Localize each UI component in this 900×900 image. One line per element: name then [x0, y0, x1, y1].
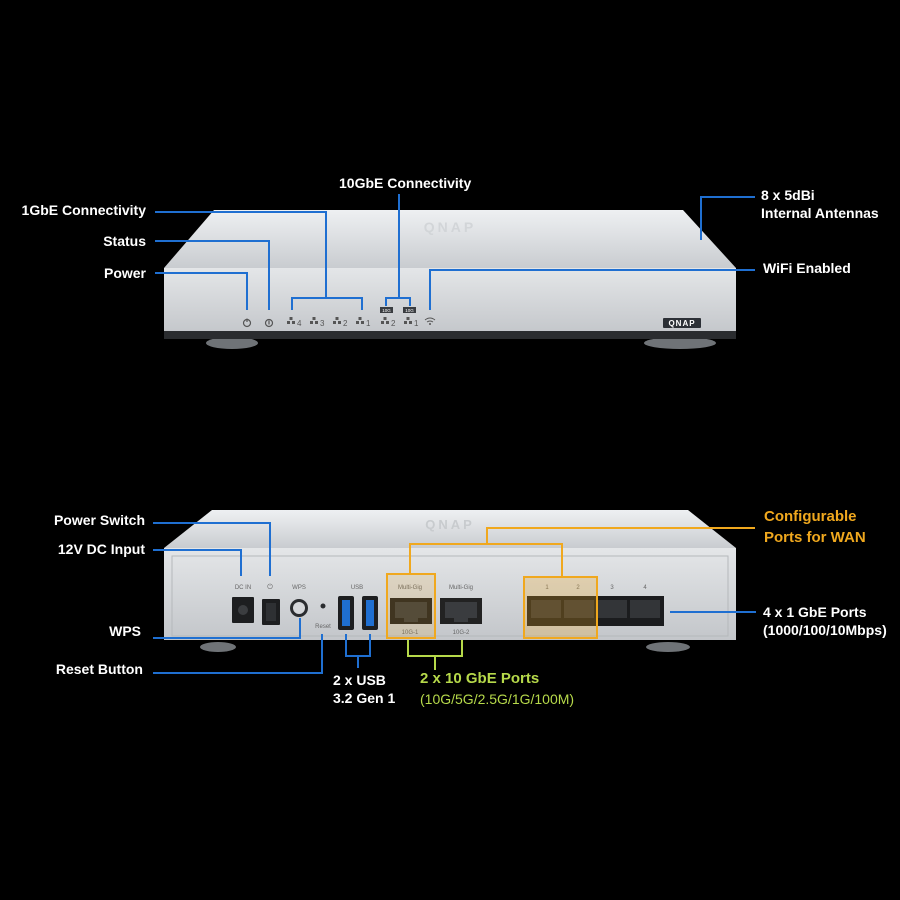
led-tag: 10G — [405, 308, 414, 313]
front-embossed-logo: QNAP — [424, 219, 476, 235]
router-front-view: QNAP QNAP 4 3 2 — [164, 210, 736, 349]
tengig-port-1-label: 10G-1 — [402, 630, 419, 636]
wan-highlight-1g-1-2 — [523, 576, 598, 639]
leader-wan — [486, 527, 755, 544]
gigabit-port-3 — [597, 600, 627, 618]
tengig-port-2-clip — [454, 618, 468, 622]
led-label: 2 — [391, 319, 396, 328]
leader-1gbe — [155, 211, 327, 298]
callout-10g-ports-speeds: (10G/5G/2.5G/1G/100M) — [420, 691, 575, 707]
tengig-port-1-socket — [395, 602, 427, 618]
leader-10g-bracket — [407, 640, 463, 657]
front-panel — [164, 268, 736, 335]
callout-dc-input: 12V DC Input — [57, 541, 145, 557]
callout-wan-line1: Configurable — [764, 508, 857, 525]
led-label: 1 — [414, 319, 419, 328]
reset-pinhole — [320, 603, 326, 609]
leader-10gbe-bracket — [385, 297, 411, 306]
led-tag: 10G — [382, 308, 391, 313]
leader-dc-input — [153, 549, 242, 576]
power-led-icon — [242, 318, 252, 328]
callout-power: Power — [103, 265, 146, 281]
callout-antennas-line2: Internal Antennas — [761, 205, 879, 221]
gigabit-port-1 — [531, 600, 561, 618]
callout-wifi-enabled: WiFi Enabled — [763, 260, 851, 276]
usb-port-1-tongue — [342, 600, 350, 626]
led-label: 2 — [343, 319, 348, 328]
back-foot-right — [646, 642, 690, 652]
wps-button-cap — [293, 602, 305, 614]
gigabit-port-4 — [630, 600, 660, 618]
front-base-strip — [164, 331, 736, 339]
dc-in-label: DC IN — [235, 585, 251, 591]
led-label: 1 — [366, 319, 371, 328]
lan2-led-icon: 2 — [333, 317, 348, 328]
reset-panel-label: Reset — [315, 624, 331, 630]
back-foot-left — [200, 642, 236, 652]
gigabit-port-2 — [564, 600, 594, 618]
lan-led-icons: 4 3 2 1 — [287, 317, 371, 328]
callout-wan-line2: Ports for WAN — [764, 529, 866, 546]
lan3-led-icon: 3 — [310, 317, 325, 328]
tengig-port-2-socket — [445, 602, 477, 618]
leader-power — [155, 272, 248, 310]
callout-1gbe-connectivity: 1GbE Connectivity — [21, 202, 146, 218]
callout-antennas-line1: 8 x 5dBi — [761, 187, 815, 203]
front-foot-right — [644, 337, 716, 349]
leader-reset — [153, 634, 323, 674]
power-switch-rocker — [266, 603, 276, 621]
usb-port-2-tongue — [366, 600, 374, 626]
dc-input-pin — [238, 605, 248, 615]
leader-wifi — [429, 269, 755, 310]
leader-status — [155, 240, 270, 310]
led-label: 4 — [297, 319, 302, 328]
usb-panel-label: USB — [351, 585, 363, 591]
lan1-led-icon: 1 — [356, 317, 371, 328]
front-foot-left — [206, 337, 258, 349]
callout-wps: WPS — [109, 623, 141, 639]
router-back-view: QNAP DC IN ⏻ WPS Reset USB Multi-Gig 10G… — [164, 510, 736, 652]
leader-1gbe-bracket — [291, 297, 363, 310]
callout-1g-ports-line1: 4 x 1 GbE Ports — [763, 604, 867, 620]
back-embossed-logo: QNAP — [425, 517, 475, 532]
leader-power-switch — [153, 522, 271, 576]
back-leader-lines — [153, 522, 756, 674]
back-panel — [164, 548, 736, 640]
callout-10g-ports-title: 2 x 10 GbE Ports — [420, 670, 540, 687]
lan4-led-icon: 4 — [287, 317, 302, 328]
callout-status: Status — [103, 233, 146, 249]
callout-reset-button: Reset Button — [55, 661, 143, 677]
wps-panel-label: WPS — [292, 585, 306, 591]
tengig-port-1-clip — [404, 618, 418, 622]
leader-wps — [153, 618, 301, 639]
status-led-icon — [264, 318, 274, 328]
callout-1g-ports-line2: (1000/100/10Mbps) — [763, 622, 887, 638]
multigig-label-1: Multi-Gig — [398, 585, 422, 591]
tengig-led-icons: 10G 2 10G 1 — [380, 307, 419, 328]
multigig-label-2: Multi-Gig — [449, 585, 473, 591]
lan-number-1: 1 — [545, 585, 549, 591]
front-leader-lines — [155, 194, 755, 310]
qnap-logo-badge — [663, 318, 701, 328]
callout-usb-line1: 2 x USB — [333, 672, 386, 688]
front-top-surface — [164, 210, 736, 268]
qnap-logo: QNAP — [668, 319, 695, 328]
tengig-port-2-label: 10G-2 — [453, 630, 470, 636]
back-panel-inset — [171, 555, 729, 637]
led-label: 3 — [320, 319, 325, 328]
callout-power-switch: Power Switch — [53, 512, 145, 528]
wifi-led-icon — [424, 317, 436, 325]
wan-highlight-10g-1 — [386, 573, 436, 639]
power-switch-icon: ⏻ — [267, 583, 273, 591]
leader-antennas — [700, 196, 755, 240]
callout-10gbe-connectivity: 10GbE Connectivity — [339, 175, 472, 191]
lan-number-2: 2 — [576, 585, 580, 591]
lan-number-3: 3 — [610, 585, 614, 591]
lan-number-4: 4 — [643, 585, 647, 591]
back-top-surface — [164, 510, 736, 548]
callout-usb-line2: 3.2 Gen 1 — [333, 690, 396, 706]
